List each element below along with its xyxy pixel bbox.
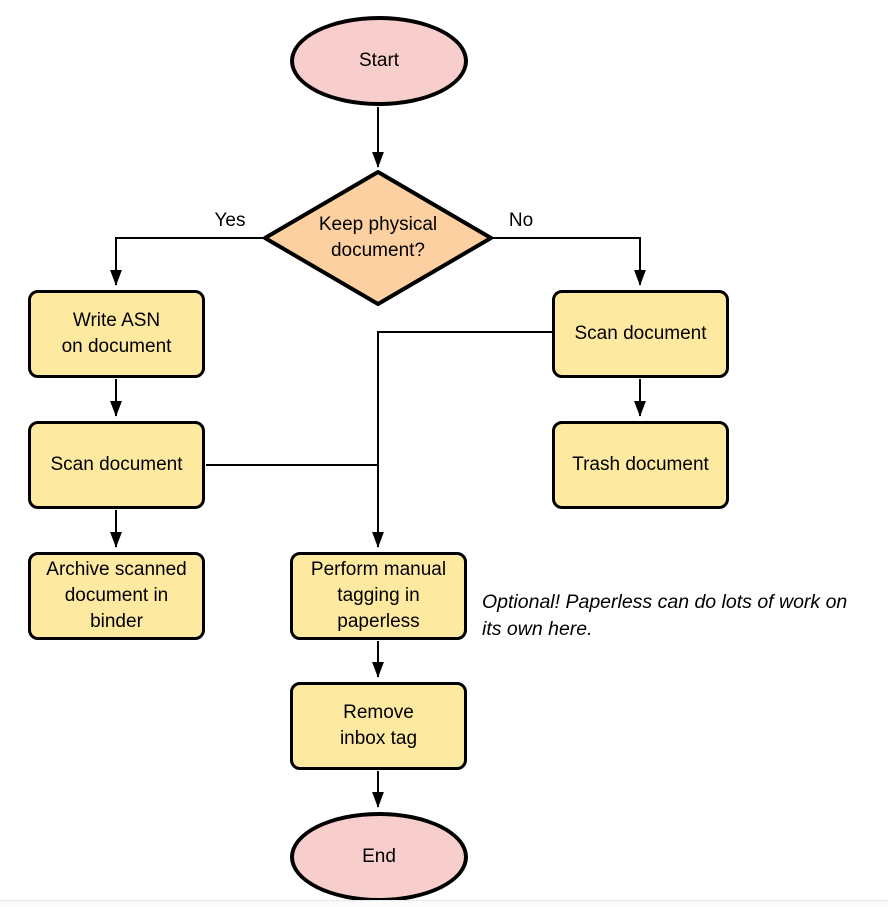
optional-note: Optional! Paperless can do lots of work … bbox=[482, 589, 888, 643]
node-start-label: Start bbox=[358, 50, 400, 71]
node-label-line: tagging in bbox=[337, 585, 420, 606]
node-label: Scan document bbox=[574, 323, 707, 344]
node-scan-document-right: Scan document bbox=[552, 290, 729, 378]
edge-label-yes: Yes bbox=[214, 210, 246, 231]
node-label-line: paperless bbox=[337, 611, 420, 632]
node-label-line: Remove bbox=[343, 702, 414, 723]
edge-decision-yes-to-write-asn bbox=[110, 237, 265, 286]
node-label-line: inbox tag bbox=[339, 728, 418, 749]
node-decision-label: Keep physical document? bbox=[265, 172, 491, 304]
node-label-line: on document bbox=[61, 336, 172, 357]
node-manual-tagging: Perform manual tagging in paperless bbox=[290, 552, 467, 640]
node-end: End bbox=[290, 812, 468, 902]
node-scan-document-left: Scan document bbox=[28, 421, 205, 509]
decision-label-line: Keep physical bbox=[318, 214, 438, 235]
decision-diamond-shape bbox=[263, 170, 493, 306]
optional-note-line: Optional! Paperless can do lots of work … bbox=[482, 591, 848, 613]
node-remove-inbox-tag: Remove inbox tag bbox=[290, 682, 467, 770]
edge-scan-right-to-tagging bbox=[372, 331, 552, 548]
node-trash-document: Trash document bbox=[552, 421, 729, 509]
optional-note-line: its own here. bbox=[482, 618, 593, 640]
node-label: Trash document bbox=[572, 454, 709, 475]
node-start: Start bbox=[290, 16, 468, 106]
node-label-line: Perform manual bbox=[310, 559, 447, 580]
edge-decision-no-to-scan-right bbox=[491, 237, 646, 286]
node-label-line: Archive scanned bbox=[46, 559, 187, 580]
node-label-line: document in bbox=[64, 585, 169, 606]
node-label: Scan document bbox=[50, 454, 183, 475]
edge-label-no: No bbox=[508, 210, 534, 231]
node-label-line: Write ASN bbox=[72, 310, 161, 331]
node-archive-binder: Archive scanned document in binder bbox=[28, 552, 205, 640]
page-bottom-edge bbox=[0, 900, 888, 907]
node-label-line: binder bbox=[90, 611, 143, 632]
node-end-label: End bbox=[362, 846, 396, 867]
decision-label-line: document? bbox=[330, 240, 425, 261]
node-write-asn: Write ASN on document bbox=[28, 290, 205, 378]
